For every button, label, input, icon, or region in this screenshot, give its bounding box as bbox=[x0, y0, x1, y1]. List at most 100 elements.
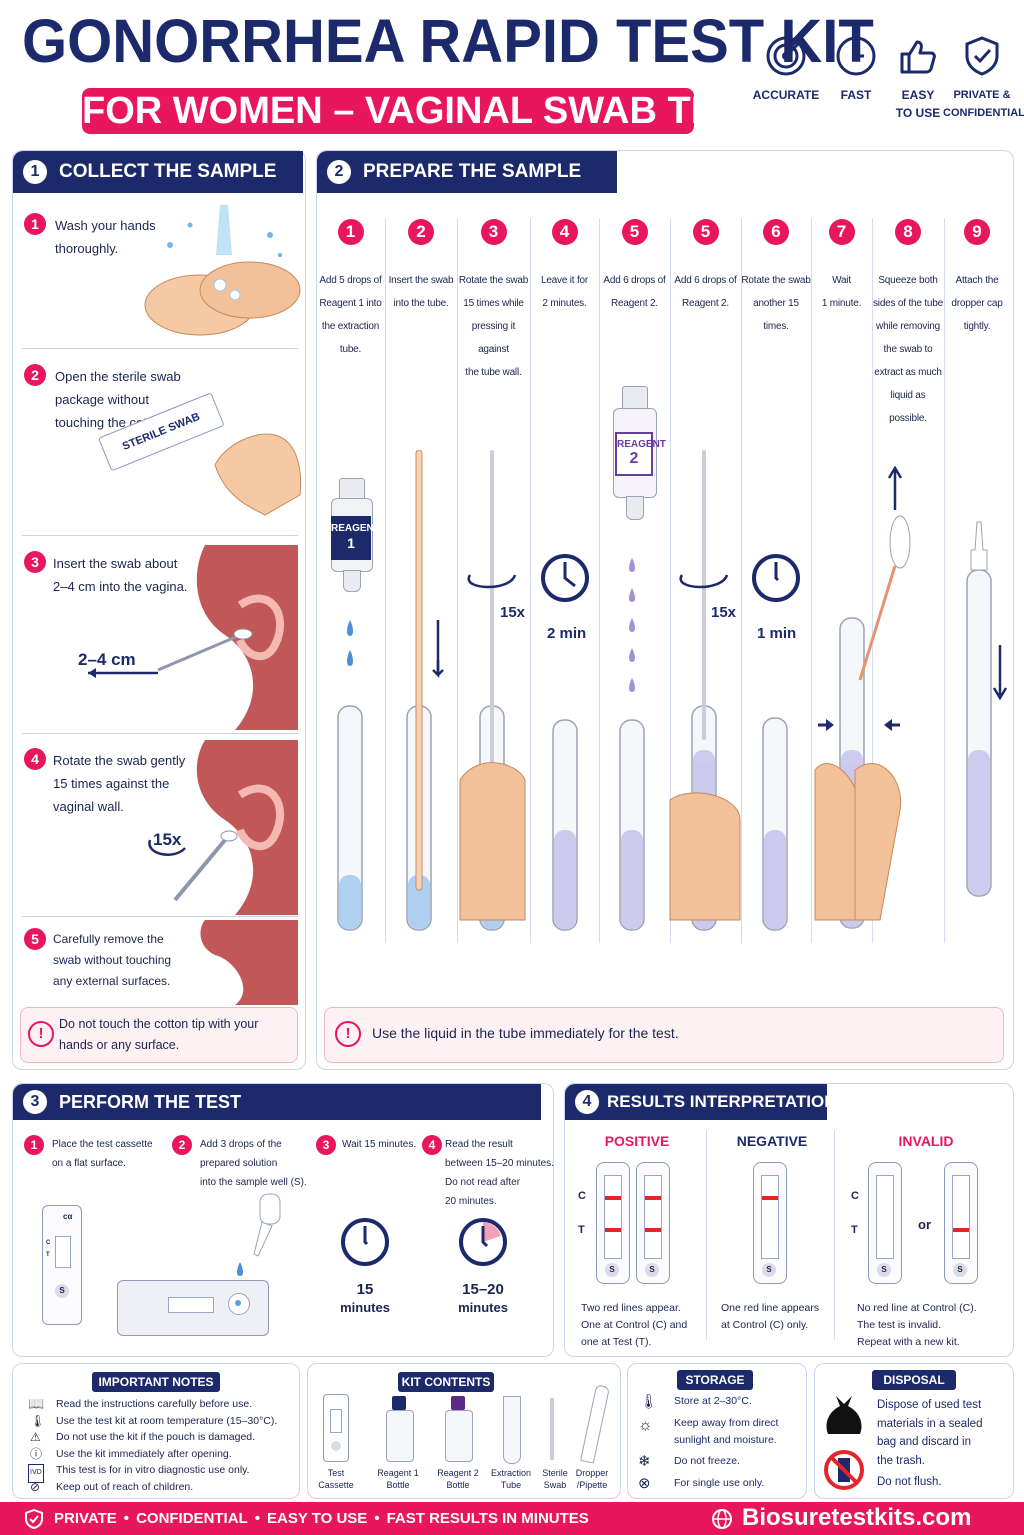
result-invalid-label: INVALID bbox=[898, 1133, 954, 1149]
t-label: T bbox=[851, 1224, 858, 1236]
sun-icon: ☼ bbox=[638, 1417, 653, 1434]
test-cassette-icon bbox=[323, 1394, 349, 1462]
positive-description: Two red lines appear.One at Control (C) … bbox=[581, 1302, 688, 1348]
page-title: GONORRHEA RAPID TEST KIT bbox=[22, 7, 874, 76]
kit-contents-title: KIT CONTENTS bbox=[398, 1372, 494, 1392]
divider bbox=[741, 218, 742, 943]
swab-insert-arrow bbox=[88, 628, 253, 678]
collect-step-num: 5 bbox=[24, 928, 46, 950]
divider bbox=[22, 348, 298, 349]
trash-bag-icon bbox=[824, 1396, 864, 1490]
prepare-step-num: 2 bbox=[408, 219, 434, 245]
collect-step-num: 2 bbox=[24, 364, 46, 386]
reagent-1-bottle-icon bbox=[386, 1396, 414, 1462]
kit-item-label: Dropper/Pipette bbox=[575, 1468, 609, 1490]
hand-washing-illustration bbox=[144, 205, 301, 336]
result-cassette: S bbox=[753, 1162, 787, 1284]
hand-illustration bbox=[214, 433, 302, 516]
exclamation-icon: ! bbox=[28, 1021, 54, 1047]
divider bbox=[872, 218, 873, 943]
timer-icon bbox=[341, 1218, 389, 1266]
tube-illustrations bbox=[337, 450, 1008, 931]
important-notes-list: 📖Read the instructions carefully before … bbox=[28, 1396, 278, 1494]
page-subtitle: FOR WOMEN – VAGINAL SWAB TEST bbox=[82, 88, 765, 134]
shield-check-icon bbox=[25, 1509, 43, 1529]
perform-step-3: 3 Wait 15 minutes. bbox=[316, 1135, 416, 1155]
perform-header: 3 PERFORM THE TEST bbox=[13, 1084, 541, 1120]
collect-step-num: 4 bbox=[24, 748, 46, 770]
depth-label: 2–4 cm bbox=[78, 650, 136, 669]
prepare-step-num: 9 bbox=[964, 219, 990, 245]
prepare-step-num: 5 bbox=[621, 219, 648, 245]
invalid-description: No red line at Control (C).The test is i… bbox=[857, 1302, 977, 1348]
exclamation-icon: ! bbox=[335, 1021, 361, 1047]
snowflake-icon: ❄ bbox=[638, 1453, 651, 1470]
important-notes-title: IMPORTANT NOTES bbox=[92, 1372, 220, 1392]
website-link[interactable]: Biosuretestkits.com bbox=[742, 1504, 972, 1531]
sterile-swab-icon bbox=[550, 1398, 554, 1460]
feature-easy: EASY TO USE bbox=[883, 34, 953, 122]
reagent-2-bottle-icon bbox=[445, 1396, 473, 1462]
clock-icon bbox=[836, 36, 876, 76]
prepare-step-num: 8 bbox=[895, 219, 921, 245]
ivd-icon: IVD bbox=[28, 1464, 44, 1483]
child-icon: ⊘ bbox=[30, 1479, 41, 1494]
or-label: or bbox=[918, 1217, 931, 1232]
divider bbox=[530, 218, 531, 943]
collect-step-num: 3 bbox=[24, 551, 46, 573]
prepare-header: 2 PREPARE THE SAMPLE bbox=[317, 151, 617, 193]
feature-fast: FAST bbox=[821, 34, 891, 104]
clock-icon bbox=[541, 554, 589, 602]
clock-icon bbox=[752, 554, 800, 602]
result-cassette: S bbox=[868, 1162, 902, 1284]
rotate-arrow-icon bbox=[148, 830, 238, 902]
perform-section: 3 PERFORM THE TEST bbox=[12, 1083, 554, 1357]
prepare-step-num: 1 bbox=[337, 219, 364, 245]
prepare-step-num: 5 bbox=[692, 219, 719, 245]
result-cassette: S bbox=[596, 1162, 630, 1284]
prepare-warning: ! Use the liquid in the tube immediately… bbox=[324, 1007, 1004, 1063]
results-header: 4 RESULTS INTERPRETATION bbox=[565, 1084, 837, 1120]
storage-title: STORAGE bbox=[677, 1370, 753, 1390]
collect-step-num: 1 bbox=[24, 213, 46, 235]
wait-label: 2 min bbox=[547, 625, 587, 642]
shield-check-icon bbox=[965, 36, 999, 76]
wait-label: 1 min bbox=[757, 625, 797, 642]
rotate-count: 15x bbox=[153, 830, 182, 849]
c-label: C bbox=[578, 1190, 586, 1202]
globe-icon bbox=[712, 1509, 732, 1529]
dropper-icon bbox=[237, 1193, 281, 1276]
disposal-title: DISPOSAL bbox=[872, 1370, 956, 1390]
c-label: C bbox=[851, 1190, 859, 1202]
rotate-count: 15x bbox=[711, 604, 737, 621]
target-icon bbox=[766, 36, 806, 76]
thumbs-up-icon bbox=[900, 40, 936, 74]
storage-list: 🌡Store at 2–30°C. ☼Keep away from direct… bbox=[638, 1393, 779, 1492]
footer-features: PRIVATE•CONFIDENTIAL•EASY TO USE•FAST RE… bbox=[54, 1510, 589, 1527]
feature-private: PRIVATE & CONFIDENTIAL bbox=[943, 34, 1024, 122]
divider bbox=[834, 1130, 835, 1340]
divider bbox=[944, 218, 945, 943]
collect-header: 1 COLLECT THE SAMPLE bbox=[13, 151, 303, 193]
exclamation-icon: ⓘ bbox=[30, 1446, 43, 1461]
feature-accurate: ACCURATE bbox=[751, 34, 821, 104]
